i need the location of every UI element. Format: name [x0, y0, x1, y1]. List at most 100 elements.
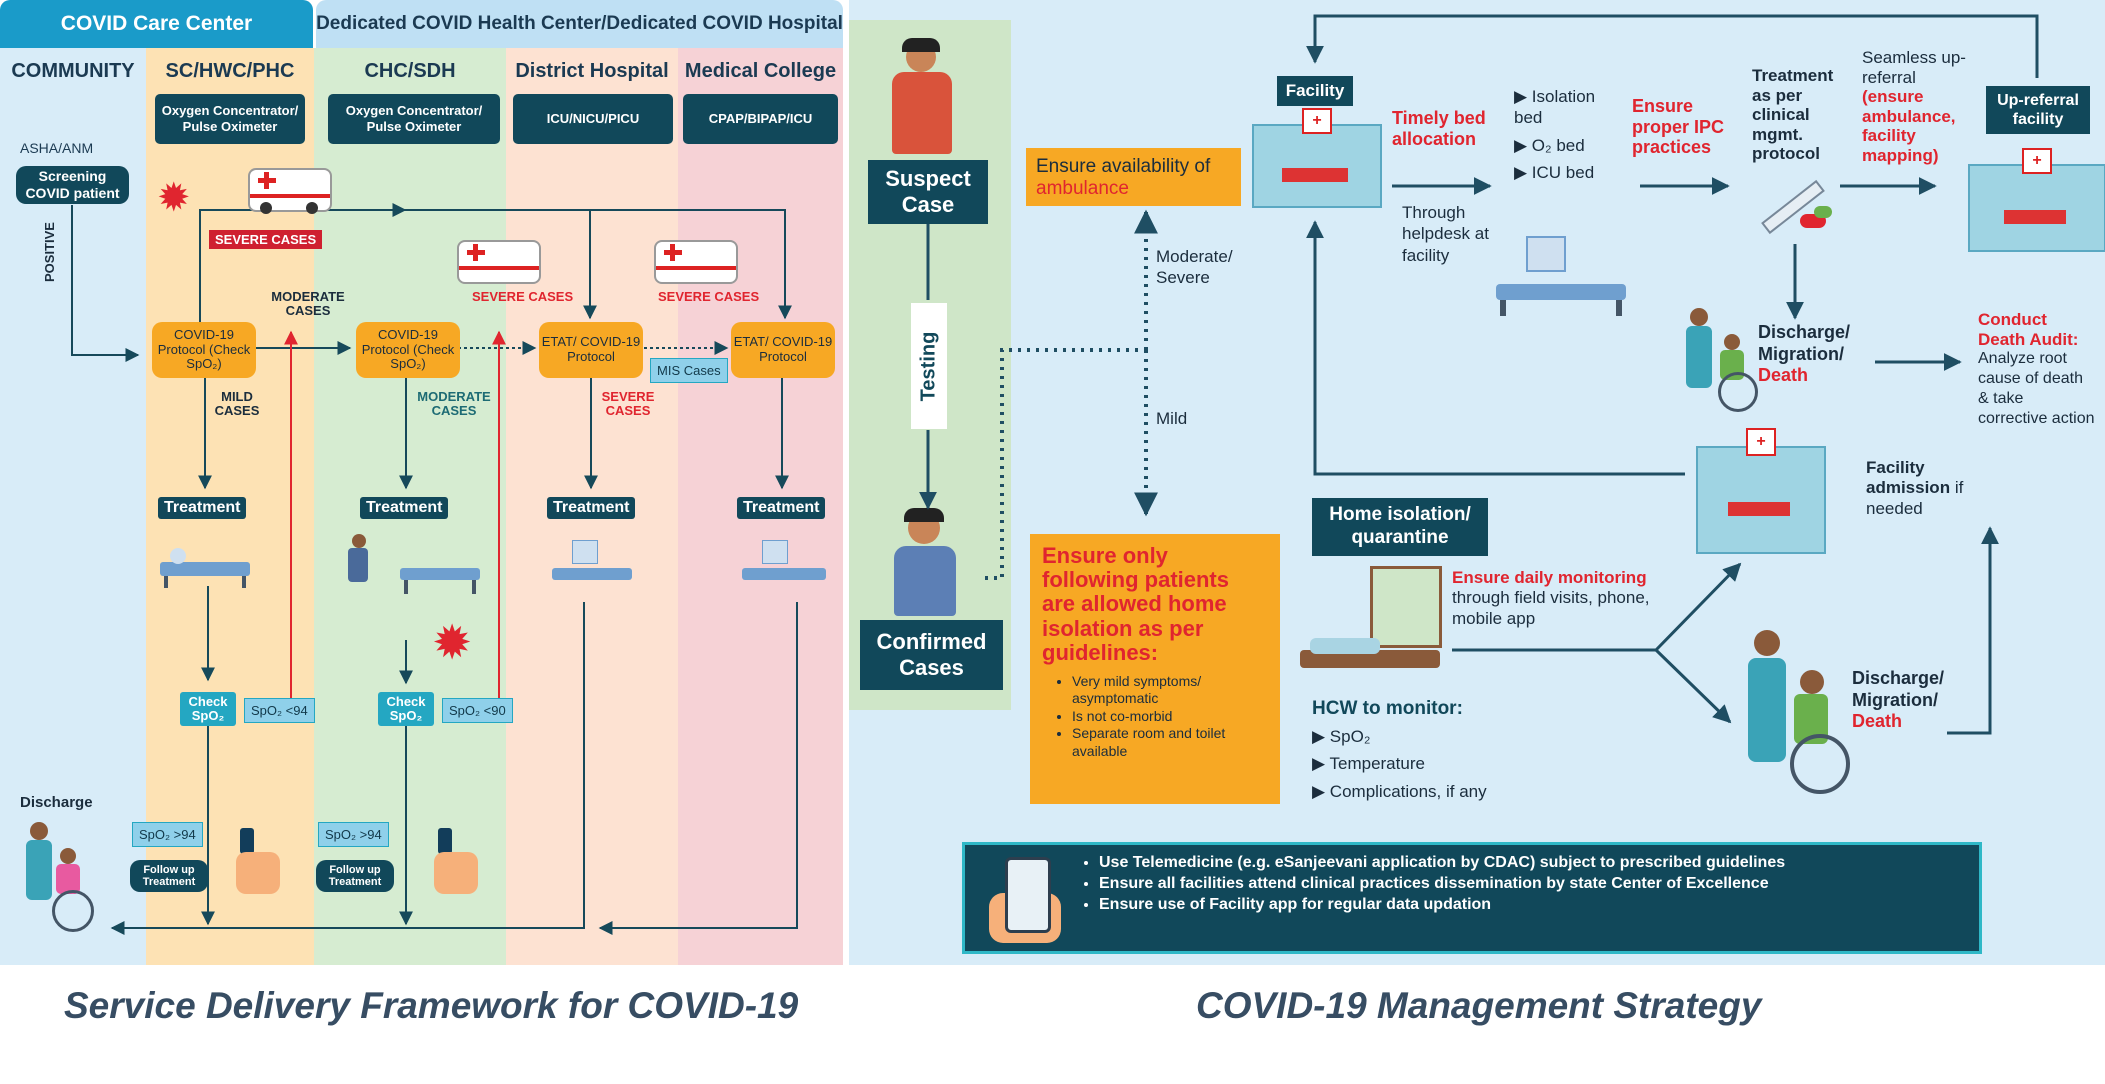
virus-icon: ✹: [157, 176, 191, 220]
treatment-label: Treatment: [547, 497, 636, 519]
confirmed-person-icon: [870, 508, 980, 616]
protocol-mc: ETAT/ COVID-19 Protocol: [731, 322, 835, 378]
protocol-sc: COVID-19 Protocol (Check SpO₂): [152, 322, 256, 378]
home-criteria-item: Separate room and toilet available: [1072, 725, 1268, 760]
up-referral-hospital-icon: +: [1968, 148, 2105, 252]
treatment-protocol-text: Treatment as per clinical mgmt. protocol: [1752, 66, 1834, 164]
hospital-bed-icon: [340, 534, 480, 604]
severe-cases-label: SEVERE CASES: [472, 289, 574, 304]
testing-box: Testing: [911, 303, 947, 429]
home-criteria-item: Very mild symptoms/ asymptomatic: [1072, 673, 1268, 708]
home-criteria-list: Very mild symptoms/ asymptomatic Is not …: [1060, 673, 1268, 761]
protocol-dh: ETAT/ COVID-19 Protocol: [539, 322, 643, 378]
hcw-title: HCW to monitor:: [1312, 698, 1463, 719]
dedicated-covid-header: Dedicated COVID Health Center/Dedicated …: [316, 0, 843, 48]
seamless-up-referral: Seamless up-referral (ensure ambulance, …: [1862, 48, 1966, 165]
confirmed-cases-box: Confirmed Cases: [860, 620, 1003, 690]
follow-up-label: Follow up Treatment: [316, 860, 394, 893]
ambulance-icon: [248, 168, 332, 214]
timely-bed-allocation: Timely bed allocation: [1392, 108, 1486, 149]
discharge-migration-death: Discharge/ Migration/ Death: [1758, 322, 1851, 386]
icu-bed-icon: [552, 534, 632, 594]
death-audit-body: Analyze root cause of death & take corre…: [1978, 350, 2095, 428]
suspect-person-icon: [880, 38, 970, 158]
facility-label: Facility: [1277, 76, 1353, 106]
mild-cases-label: MILD CASES: [214, 389, 260, 419]
spo2-gt94-label: SpO₂ >94: [132, 822, 203, 847]
bed-type-item: ▶ Isolation bed: [1514, 87, 1596, 128]
mc-title: Medical College: [684, 60, 837, 82]
spo2-lt94-label: SpO₂ <94: [244, 698, 315, 723]
severe-cases-label: SEVERE CASES: [658, 289, 760, 304]
mc-equipment: CPAP/BIPAP/ICU: [683, 94, 838, 144]
bed-type-item: ▶ O₂ bed: [1514, 135, 1585, 155]
telemedicine-phone-icon: [989, 857, 1061, 943]
discharge-migration-death-2: Discharge/ Migration/ Death: [1852, 668, 1945, 732]
right-caption: COVID-19 Management Strategy: [1196, 985, 1762, 1026]
syringe-icon: [1752, 178, 1838, 238]
bed-types-list: ▶ Isolation bed ▶ O₂ bed ▶ ICU bed: [1514, 86, 1610, 183]
ambulance-icon: [457, 240, 541, 284]
home-isolation-note: Ensure only following patients are allow…: [1042, 543, 1229, 665]
home-isolation-icon: [1300, 566, 1448, 696]
mild-label: Mild: [1156, 409, 1188, 428]
nurse-wheelchair-icon: [1684, 306, 1762, 412]
ambulance-word: ambulance: [1036, 177, 1129, 199]
moderate-cases-label: MODERATE CASES: [417, 389, 491, 419]
hospital-bed-icon: [160, 540, 250, 588]
ambulance-icon: [654, 240, 738, 284]
treatment-label: Treatment: [158, 497, 247, 519]
hcw-item: ▶ SpO₂: [1312, 727, 1371, 746]
severe-cases-box: SEVERE CASES: [209, 230, 323, 249]
left-flow-arrows: [71, 203, 798, 935]
hcw-item: ▶ Complications, if any: [1312, 781, 1487, 801]
facility-admission: Facility admission if needed: [1866, 458, 1964, 518]
virus-icon: ✹: [432, 617, 473, 670]
check-spo2-box: Check SpO₂: [180, 692, 236, 726]
chc-equipment: Oxygen Concentrator/ Pulse Oximeter: [328, 94, 500, 144]
follow-up-label: Follow up Treatment: [130, 860, 208, 893]
icu-bed-icon: [1496, 230, 1626, 320]
dh-title: District Hospital: [515, 60, 669, 82]
treatment-label: Treatment: [360, 497, 449, 519]
screening-box: Screening COVID patient: [16, 166, 129, 204]
sc-title: SC/HWC/PHC: [165, 60, 295, 82]
right-flow-arrows: [919, 14, 2039, 735]
asha-anm-label: ASHA/ANM: [20, 140, 94, 156]
home-criteria-item: Is not co-morbid: [1072, 708, 1268, 726]
chc-title: CHC/SDH: [364, 60, 456, 82]
bottom-bullet: Use Telemedicine (e.g. eSanjeevani appli…: [1099, 853, 1979, 874]
hospital-icon: +: [1252, 108, 1382, 208]
bottom-bullet: Ensure use of Facility app for regular d…: [1099, 895, 1979, 916]
bed-type-item: ▶ ICU bed: [1514, 162, 1595, 182]
ipc-practices: Ensure proper IPC practices: [1632, 96, 1725, 158]
moderate-cases-label: MODERATE CASES: [271, 289, 345, 319]
home-isolation-box: Home isolation/ quarantine: [1312, 498, 1488, 556]
severe-cases-label: SEVERE CASES: [601, 389, 655, 419]
hcw-item: ▶ Temperature: [1312, 754, 1425, 774]
dh-equipment: ICU/NICU/PICU: [513, 94, 673, 144]
bottom-guidelines-box: Use Telemedicine (e.g. eSanjeevani appli…: [962, 842, 1982, 954]
up-referral-facility-box: Up-referral facility: [1986, 86, 2090, 134]
left-caption: Service Delivery Framework for COVID-19: [64, 985, 799, 1026]
protocol-chc: COVID-19 Protocol (Check SpO₂): [356, 322, 460, 378]
suspect-case-box: Suspect Case: [868, 160, 988, 224]
spo2-gt94-label: SpO₂ >94: [318, 822, 389, 847]
ambulance-prefix: Ensure availability of: [1036, 156, 1211, 177]
daily-monitoring: Ensure daily monitoring through field vi…: [1452, 568, 1650, 628]
covid-care-center-header: COVID Care Center: [0, 0, 313, 48]
treatment-protocol: Treatment as per clinical mgmt. protocol: [1752, 66, 1848, 164]
discharge-label: Discharge: [20, 794, 93, 811]
ambulance-availability-box: Ensure availability of ambulance: [1026, 148, 1241, 206]
bottom-bullets: Use Telemedicine (e.g. eSanjeevani appli…: [1077, 853, 1979, 915]
hcw-monitor: HCW to monitor: ▶ SpO₂ ▶ Temperature ▶ C…: [1312, 698, 1532, 802]
pulse-oximeter-icon: [434, 828, 478, 898]
community-title: COMMUNITY: [11, 60, 135, 82]
nurse-wheelchair-icon: [1740, 630, 1850, 808]
check-spo2-box: Check SpO₂: [378, 692, 434, 726]
nurse-wheelchair-icon: [22, 818, 94, 932]
through-helpdesk-label: Through helpdesk at facility: [1402, 203, 1489, 265]
spo2-lt90-label: SpO₂ <90: [442, 698, 513, 723]
pulse-oximeter-icon: [236, 828, 280, 898]
home-isolation-criteria-box: Ensure only following patients are allow…: [1030, 534, 1280, 804]
